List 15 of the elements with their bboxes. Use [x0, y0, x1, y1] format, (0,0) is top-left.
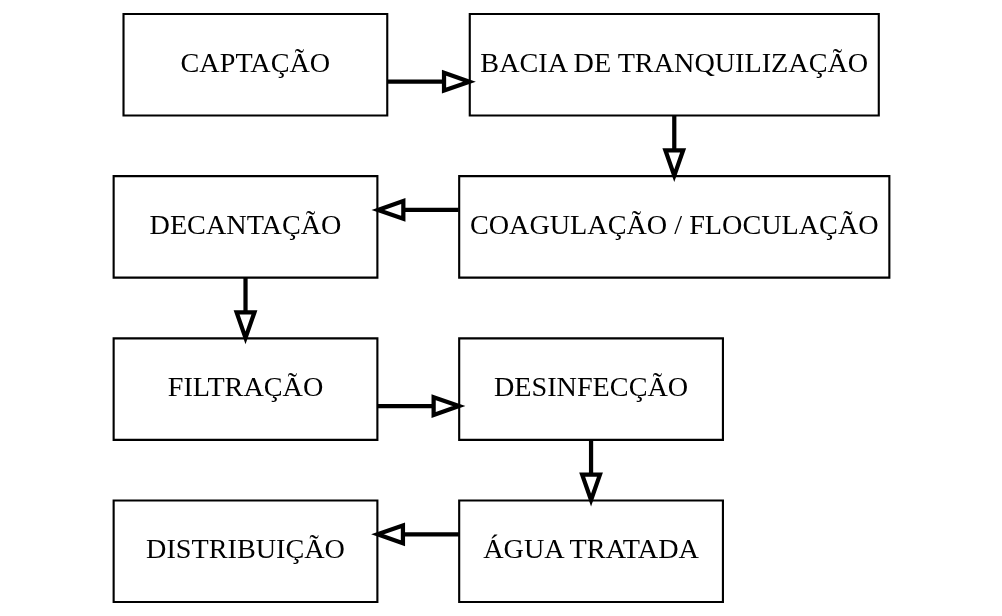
node-box: DISTRIBUIÇÃO [112, 499, 378, 604]
node-box: DESINFECÇÃO [457, 337, 724, 441]
arrow [371, 198, 459, 222]
arrow [377, 394, 465, 418]
arrow [386, 69, 476, 94]
arrow [233, 277, 257, 345]
node-box: FILTRAÇÃO [112, 337, 378, 441]
arrow [578, 439, 603, 507]
node-box: CAPTAÇÃO [121, 12, 388, 117]
arrow [661, 115, 686, 183]
node-box: COAGULAÇÃO / FLOCULAÇÃO [457, 175, 890, 279]
node-box: DECANTAÇÃO [112, 175, 378, 279]
node-box: BACIA DE TRANQUILIZAÇÃO [468, 12, 880, 117]
arrow [370, 522, 459, 547]
node-box: ÁGUA TRATADA [457, 499, 724, 604]
